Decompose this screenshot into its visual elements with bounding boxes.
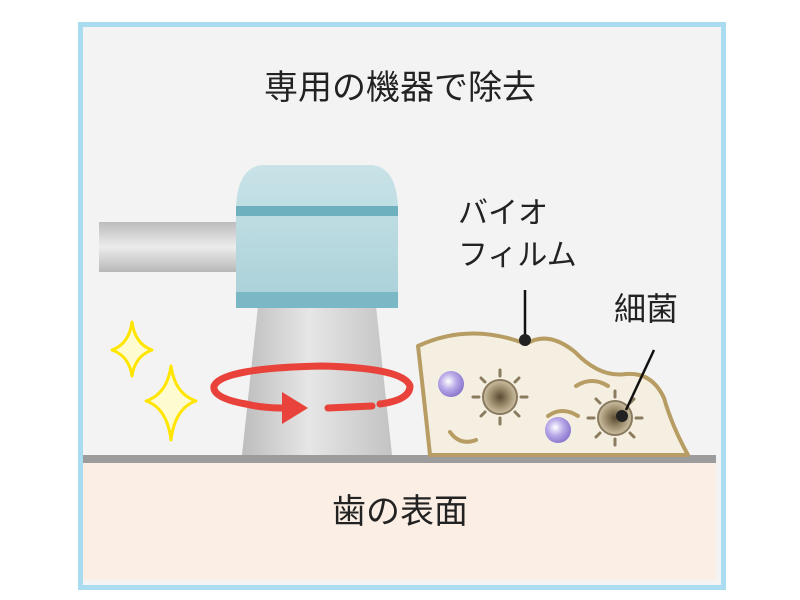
- spiky-bacterium: [471, 368, 529, 426]
- biofilm-leader-dot: [519, 334, 531, 346]
- sparkle-icon: [110, 320, 154, 378]
- biofilm-strand: [574, 379, 610, 388]
- device-handle: [99, 222, 239, 272]
- device-head-band-top: [236, 206, 398, 216]
- purple-bacterium: [438, 371, 464, 397]
- tooth-surface-label: 歯の表面: [332, 492, 468, 532]
- bacteria-label: 細菌: [614, 290, 679, 328]
- bacteria-leader-line: [624, 349, 656, 411]
- rotation-arrow: [210, 362, 414, 424]
- device-head: [236, 165, 398, 308]
- spiky-bacterium: [586, 389, 644, 447]
- bacteria-leader-dot: [616, 410, 628, 422]
- device-head-band-bottom: [236, 292, 398, 308]
- biofilm-label-line1: バイオ: [458, 196, 548, 231]
- sparkle-icon: [144, 364, 198, 442]
- purple-bacterium: [545, 417, 571, 443]
- diagram-title: 専用の機器で除去: [264, 68, 536, 108]
- tooth-surface: [83, 461, 716, 580]
- biofilm-label-line2: フィルム: [458, 238, 577, 273]
- device-body: [242, 306, 392, 455]
- biofilm-strand: [448, 430, 478, 444]
- biofilm-strand: [546, 409, 580, 418]
- tooth-surface-edge: [83, 455, 716, 463]
